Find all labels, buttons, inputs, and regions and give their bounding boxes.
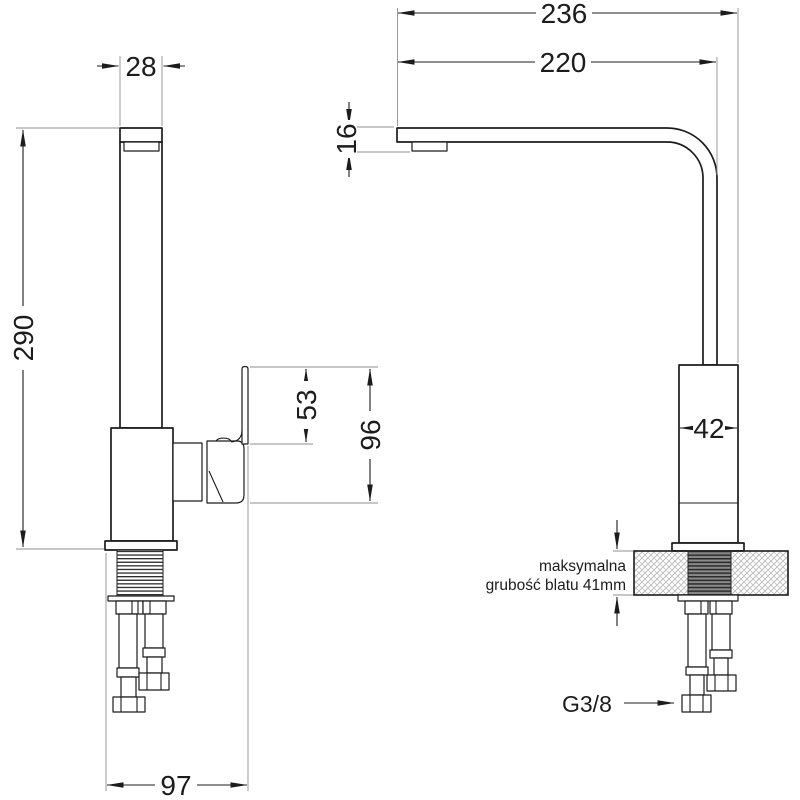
dimension-countertop-thickness: maksymalna grubość blatu 41mm — [486, 520, 633, 626]
side-spout — [396, 127, 718, 366]
front-hose-right — [138, 613, 170, 691]
countertop-note-line1: maksymalna — [539, 558, 626, 575]
front-riser-column — [119, 141, 163, 429]
dim-220-label: 220 — [540, 47, 587, 78]
thread-callout: G3/8 — [562, 691, 675, 717]
front-handle-hub-edge — [208, 470, 224, 503]
countertop-note-line2: grubość blatu 41mm — [486, 577, 626, 594]
front-hose-left — [112, 613, 146, 713]
front-threaded-shank — [116, 549, 164, 598]
front-view — [104, 127, 249, 713]
side-washer — [677, 594, 739, 602]
front-handle-lever-curve — [230, 429, 243, 443]
dim-28-label: 28 — [125, 51, 156, 82]
front-handle-pivot — [215, 437, 232, 442]
front-hose-connector-left — [115, 600, 144, 615]
front-washer — [107, 595, 175, 602]
front-base-flange — [104, 540, 178, 551]
dimension-handle-offset: 53 — [250, 366, 378, 445]
thread-size-label: G3/8 — [562, 691, 612, 717]
dimension-spout-reach: 220 — [397, 47, 718, 175]
dimension-body-width: 42 — [679, 413, 738, 444]
dim-97-label: 97 — [160, 770, 191, 800]
side-body — [678, 364, 739, 544]
front-aerator — [123, 141, 160, 152]
dimension-spout-width: 28 — [97, 51, 185, 126]
dim-53-label: 53 — [291, 389, 322, 420]
dimension-handle-height: 96 — [250, 368, 386, 504]
side-threaded-shank — [687, 550, 732, 596]
side-base-flange — [671, 542, 745, 552]
front-spout-cap — [119, 127, 163, 143]
dim-236-label: 236 — [541, 0, 588, 29]
front-hose-connector-right — [142, 600, 167, 615]
side-hose-right — [706, 613, 737, 692]
side-hose-connector-left — [684, 600, 709, 615]
dim-290-label: 290 — [8, 315, 39, 362]
side-aerator — [411, 141, 448, 152]
front-handle-base — [172, 442, 203, 502]
side-hose-left — [681, 613, 712, 713]
dimension-spout-height: 16 — [331, 102, 410, 177]
dim-96-label: 96 — [355, 419, 386, 450]
side-view — [396, 127, 789, 713]
dimension-base-span: 97 — [105, 446, 249, 800]
front-handle-lever — [241, 365, 249, 445]
side-hose-connector-right — [709, 600, 733, 615]
dim-42-label: 42 — [693, 413, 724, 444]
front-handle-hub — [206, 440, 245, 504]
dim-16-label: 16 — [331, 123, 362, 154]
dimension-total-height: 290 — [8, 127, 119, 550]
dimension-total-reach: 236 — [397, 0, 739, 363]
front-body — [110, 427, 174, 542]
